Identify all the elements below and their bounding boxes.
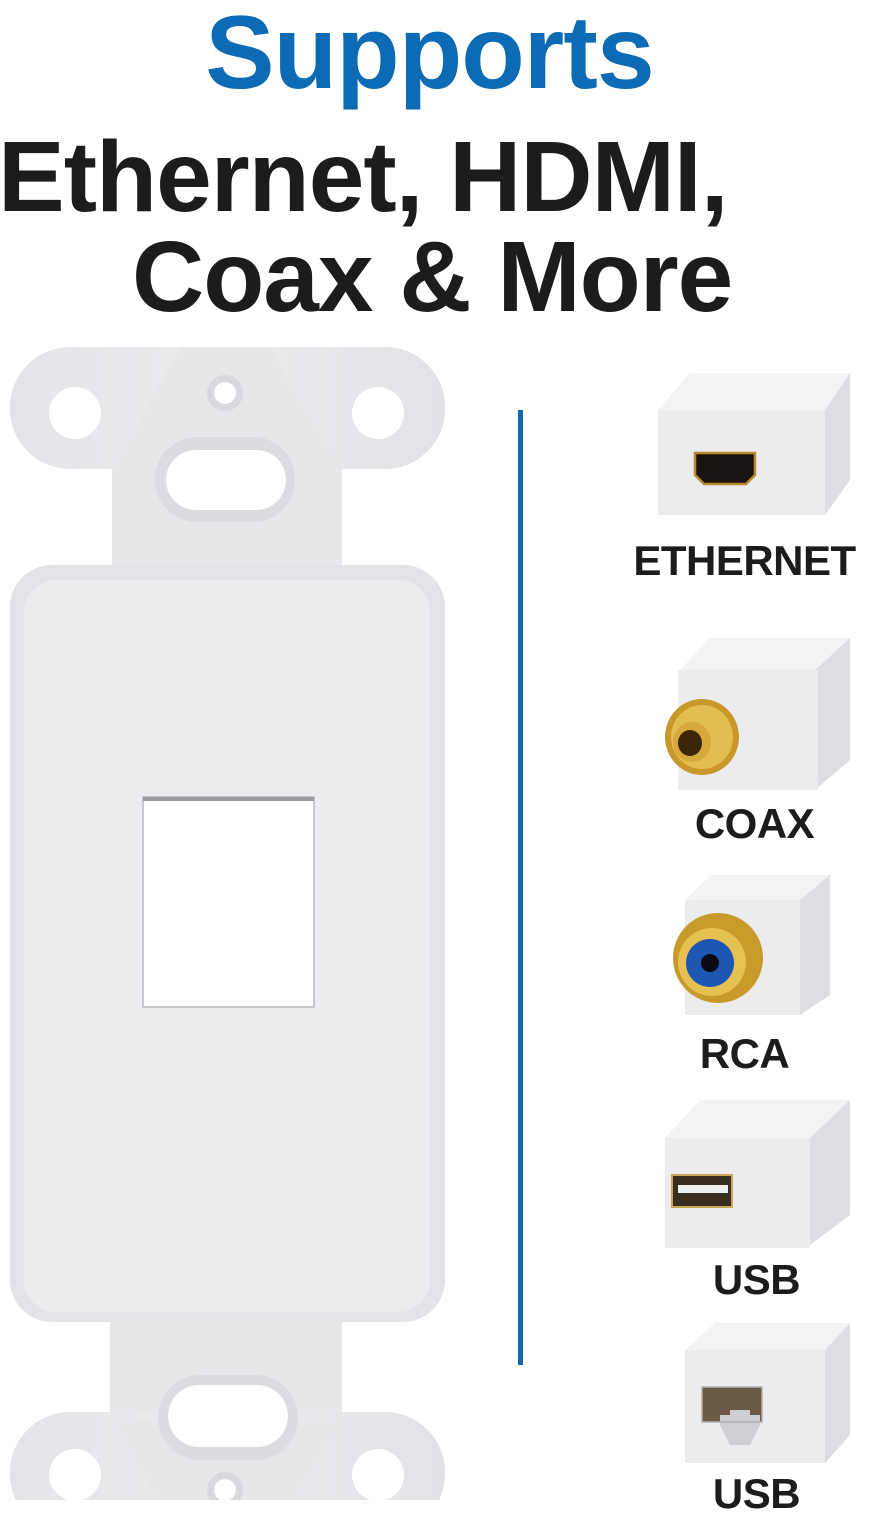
usb-keystone-icon [665,1100,850,1248]
coax-f-keystone-icon [665,638,850,790]
rj45-keystone-icon [685,1323,850,1463]
headline-coax-more: Coax & More [132,221,733,333]
connector-item-rca: RCA [620,865,869,1085]
wall-plate-image [10,347,445,1500]
connector-item-usb: USB [620,1088,869,1308]
connector-item-coax: COAX [620,625,869,855]
headline-ethernet-hdmi: Ethernet, HDMI, [0,121,728,233]
connector-label: COAX [694,800,815,847]
connector-label: RCA [699,1030,790,1077]
connector-label: ETHERNET [633,537,856,584]
headline-supports: Supports [205,0,654,111]
connector-item-ethernet: ETHERNET [620,360,869,600]
vertical-divider [518,410,523,1365]
rca-keystone-icon [673,875,830,1015]
connector-label: USB [712,1470,801,1517]
hdmi-keystone-icon [658,373,850,515]
decorator-wall-plate-icon [10,347,445,1500]
connector-label: USB [712,1256,801,1303]
connector-item-rj45: USB [620,1310,869,1517]
